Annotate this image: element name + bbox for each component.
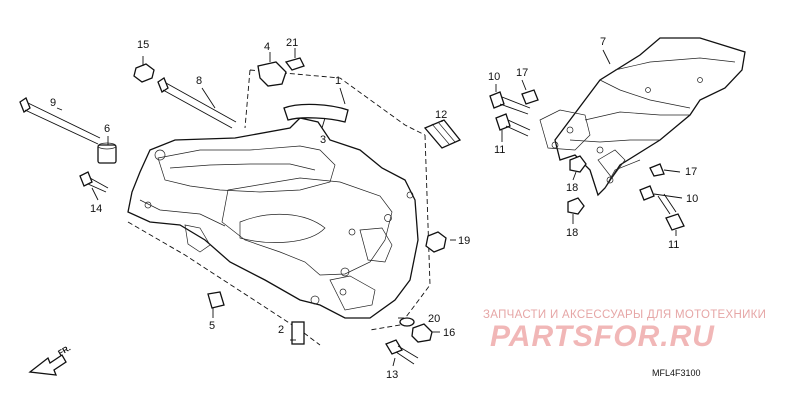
bolt-part-11-left [495, 113, 531, 137]
bolt-part-13 [385, 339, 419, 365]
nut-part-15 [133, 63, 155, 83]
direction-label: FR. [57, 343, 73, 357]
diagram-code: MFL4F3100 [652, 368, 701, 378]
bolt-part-8 [157, 77, 237, 129]
callout-17-left: 17 [516, 67, 528, 79]
callout-19: 19 [458, 235, 470, 247]
cap-part-17-left [521, 89, 539, 105]
leader-lines [56, 48, 683, 367]
nut-part-18-lower [567, 197, 585, 215]
callout-18-lower: 18 [566, 227, 578, 239]
bolt-part-10-right [639, 185, 655, 201]
washer-part-20 [399, 317, 415, 327]
screw-part-21 [284, 57, 305, 71]
callout-1: 1 [335, 75, 341, 87]
callout-12: 12 [435, 109, 447, 121]
collar-part-6 [97, 142, 117, 164]
bolt-part-11-right [657, 193, 685, 231]
cap-part-17-right [649, 163, 665, 177]
nut-part-16 [411, 323, 433, 343]
cover-part-3 [283, 103, 349, 123]
callout-7: 7 [600, 36, 606, 48]
callout-4: 4 [264, 41, 270, 53]
callout-9: 9 [50, 97, 56, 109]
bolt-part-9 [19, 97, 101, 145]
callout-20: 20 [428, 313, 440, 325]
main-frame [127, 69, 431, 346]
callout-5: 5 [209, 320, 215, 332]
watermark-subtitle: ЗАПЧАСТИ И АКСЕССУАРЫ ДЛЯ МОТОТЕХНИКИ [483, 309, 766, 321]
nut-part-18-upper [569, 155, 587, 173]
bolt-part-14 [79, 171, 109, 193]
callout-13: 13 [386, 369, 398, 381]
bolt-part-10-left [489, 91, 531, 115]
callout-10-left: 10 [488, 71, 500, 83]
callout-2: 2 [278, 324, 284, 336]
watermark-brand: PARTSFOR.RU [490, 320, 715, 353]
sub-frame [539, 37, 746, 197]
callout-11-right: 11 [668, 239, 679, 251]
callout-14: 14 [90, 203, 102, 215]
clip-part-4 [257, 61, 287, 87]
callout-6: 6 [104, 123, 110, 135]
front-direction-arrow: FR. [28, 343, 73, 376]
callout-10-right: 10 [686, 193, 698, 205]
nut-part-19 [425, 231, 447, 253]
callout-labels: 1 2 3 4 5 6 7 8 9 10 10 11 11 12 13 14 1… [50, 36, 698, 381]
callout-17-right: 17 [685, 166, 697, 178]
callout-15: 15 [137, 39, 149, 51]
bolt-part-12 [423, 119, 462, 149]
collar-part-5 [207, 291, 225, 309]
callout-18-upper: 18 [566, 182, 578, 194]
pin-part-2 [291, 321, 305, 345]
callout-21: 21 [286, 37, 298, 49]
watermark: ЗАПЧАСТИ И АКСЕССУАРЫ ДЛЯ МОТОТЕХНИКИ PA… [483, 309, 766, 353]
callout-16: 16 [443, 327, 455, 339]
callout-8: 8 [196, 75, 202, 87]
callout-11-left: 11 [494, 144, 505, 156]
callout-3: 3 [320, 134, 326, 146]
